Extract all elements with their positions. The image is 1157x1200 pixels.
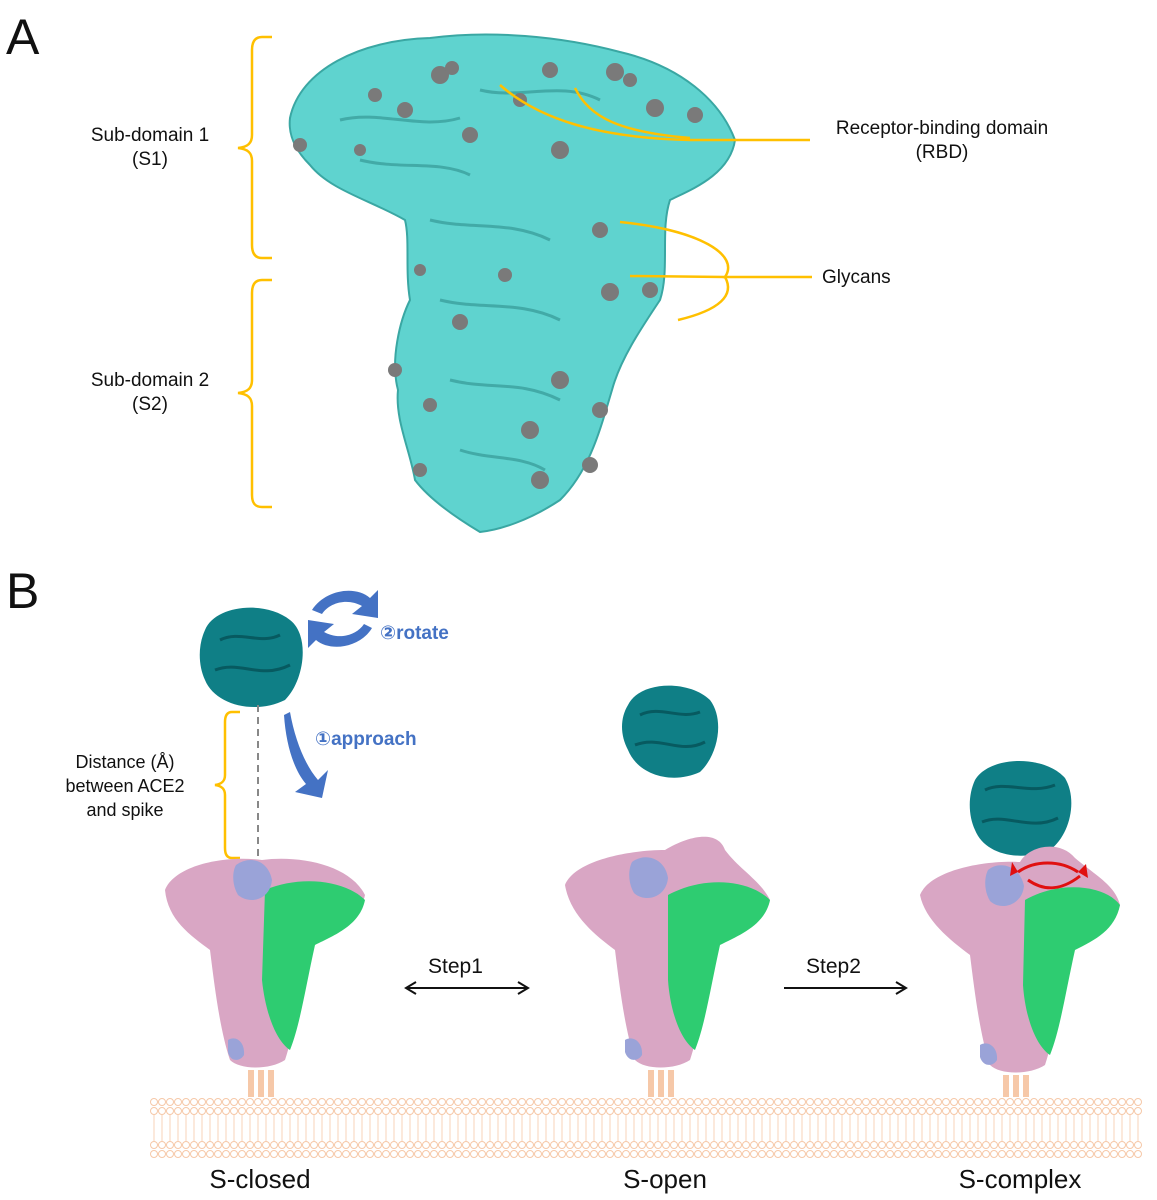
step2-arrow	[784, 981, 908, 995]
panel-b-letter: B	[6, 563, 40, 619]
glycans-label: Glycans	[822, 267, 891, 288]
ace2-molecule-2	[622, 685, 719, 778]
panel-a-annotations	[237, 35, 812, 509]
subdomain2-line1: Sub-domain 2	[90, 370, 210, 391]
state-label-closed: S-closed	[209, 1164, 311, 1194]
distance-label: Distance (Å) between ACE2 and spike	[40, 750, 210, 822]
spike-open	[565, 836, 770, 1068]
approach-label: ①approach	[315, 729, 417, 750]
glycans-pointer-mid	[629, 274, 726, 279]
subdomain1-line2: (S1)	[132, 149, 168, 170]
rbd-label: Receptor-binding domain (RBD)	[812, 117, 1072, 165]
rbd-pointer-2	[573, 87, 691, 140]
ace2-molecule-1	[199, 607, 303, 708]
spike-complex	[920, 846, 1120, 1073]
rbd-line2: (RBD)	[915, 142, 969, 163]
distance-line2: between ACE2	[65, 776, 185, 796]
glycans-pointer-low	[677, 276, 730, 322]
rbd-line1: Receptor-binding domain	[835, 118, 1049, 139]
s1-brace	[237, 35, 272, 260]
subdomain2-line2: (S2)	[132, 394, 168, 415]
spike-structure-a	[288, 33, 737, 534]
state-label-complex: S-complex	[958, 1164, 1082, 1194]
s2-brace	[237, 278, 272, 509]
subdomain2-label: Sub-domain 2 (S2)	[60, 369, 240, 417]
membrane-lipid-heads	[150, 1098, 1142, 1158]
approach-arrow	[284, 712, 328, 798]
glycans-pointer	[619, 220, 812, 279]
ace2-molecule-3	[969, 760, 1072, 856]
panel-a-letter: A	[6, 9, 40, 65]
spike-surface	[288, 33, 737, 534]
subdomain1-label: Sub-domain 1 (S1)	[60, 124, 240, 172]
rotate-arrows	[308, 590, 378, 648]
rbd-pointer-1	[499, 84, 810, 142]
state-label-open: S-open	[623, 1164, 707, 1194]
distance-line1: Distance (Å)	[75, 752, 175, 772]
glycan-clusters	[293, 61, 703, 489]
rotate-label: ②rotate	[380, 623, 449, 644]
step1-label: Step1	[428, 955, 483, 978]
spike-closed	[165, 858, 365, 1068]
step2-label: Step2	[806, 955, 861, 978]
distance-brace	[214, 710, 240, 860]
subdomain1-line1: Sub-domain 1	[90, 125, 210, 146]
step1-arrow	[404, 981, 530, 995]
membrane-bilayer	[150, 1097, 1142, 1159]
distance-line3: and spike	[86, 800, 164, 820]
